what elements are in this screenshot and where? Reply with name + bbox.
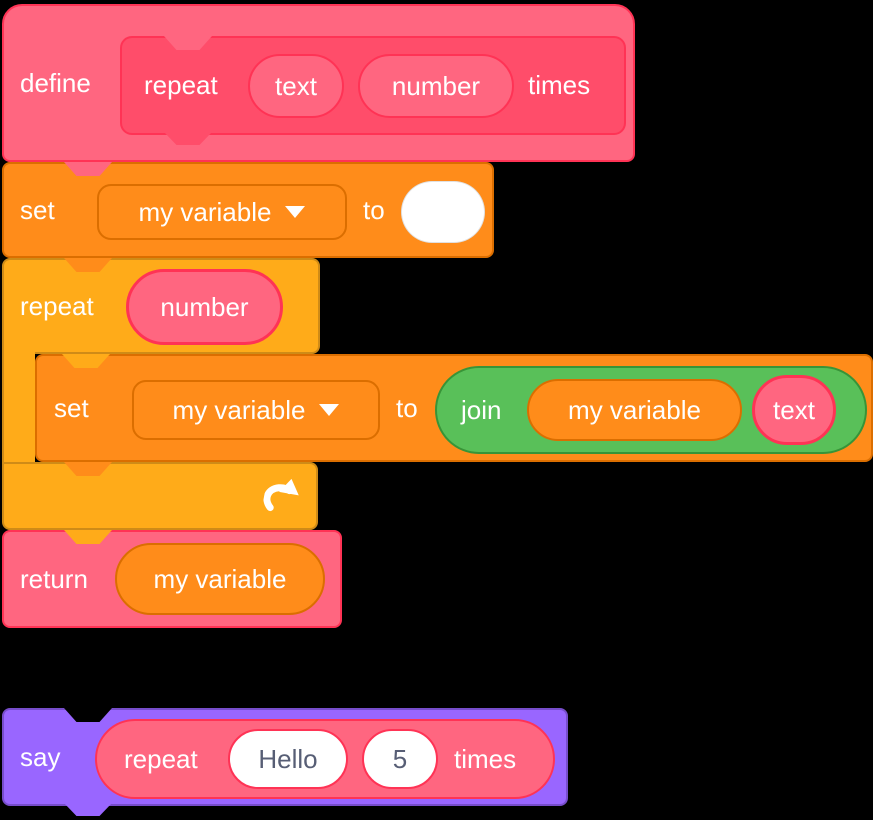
set-variable-block-inner[interactable]: set my variable to join my variable text (35, 354, 873, 462)
to-label: to (363, 194, 385, 225)
variable-name-label: my variable (172, 394, 306, 425)
repeat-block-top[interactable]: repeat number (2, 258, 320, 354)
top-notch (62, 354, 110, 368)
set-keyword-label: set (54, 392, 89, 423)
to-label: to (396, 392, 418, 423)
repeat-block-bottom[interactable] (2, 462, 318, 530)
variable-reporter[interactable]: my variable (115, 543, 325, 615)
prototype-bottom-bump (164, 132, 212, 145)
join-operator-block[interactable]: join my variable text (435, 366, 867, 454)
repeat-block-seam (4, 350, 35, 356)
call-suffix-label: times (454, 743, 517, 774)
top-notch (64, 162, 112, 176)
variable-dropdown[interactable]: my variable (97, 184, 347, 240)
text-argument-reporter[interactable]: text (752, 375, 836, 445)
custom-block-prototype[interactable]: repeat text number times (120, 36, 626, 145)
say-keyword-label: say (20, 741, 61, 772)
bottom-bump (64, 803, 112, 816)
return-keyword-label: return (20, 563, 88, 594)
top-notch (64, 462, 112, 476)
prototype-name-label: repeat (144, 70, 218, 100)
define-hat-block[interactable]: define repeat text number times (2, 4, 635, 162)
number-input[interactable]: 5 (362, 729, 438, 789)
prototype-suffix-label: times (528, 70, 591, 100)
param-text-reporter[interactable]: text (248, 54, 344, 118)
variable-dropdown[interactable]: my variable (132, 380, 380, 440)
count-argument-reporter[interactable]: number (126, 269, 283, 345)
call-name-label: repeat (124, 743, 198, 774)
loop-arrow-icon (260, 473, 309, 525)
say-block[interactable]: say repeat Hello 5 times (2, 708, 568, 816)
caret-down-icon (319, 404, 340, 416)
set-keyword-label: set (20, 194, 55, 225)
custom-call-reporter[interactable]: repeat Hello 5 times (95, 719, 555, 799)
top-notch (64, 708, 112, 722)
variable-name-label: my variable (138, 196, 272, 227)
set-variable-block[interactable]: set my variable to (2, 162, 494, 258)
prototype-top-notch (164, 36, 212, 50)
define-keyword-label: define (20, 67, 91, 98)
repeat-block-arm[interactable] (2, 352, 35, 464)
variable-reporter[interactable]: my variable (527, 379, 742, 441)
return-block[interactable]: return my variable (2, 530, 342, 628)
top-notch (64, 530, 112, 544)
join-keyword-label: join (461, 394, 502, 425)
repeat-keyword-label: repeat (20, 290, 94, 321)
text-input[interactable]: Hello (228, 729, 348, 789)
caret-down-icon (285, 206, 306, 218)
value-input[interactable] (401, 181, 485, 243)
top-notch (64, 258, 112, 272)
param-number-reporter[interactable]: number (358, 54, 514, 118)
